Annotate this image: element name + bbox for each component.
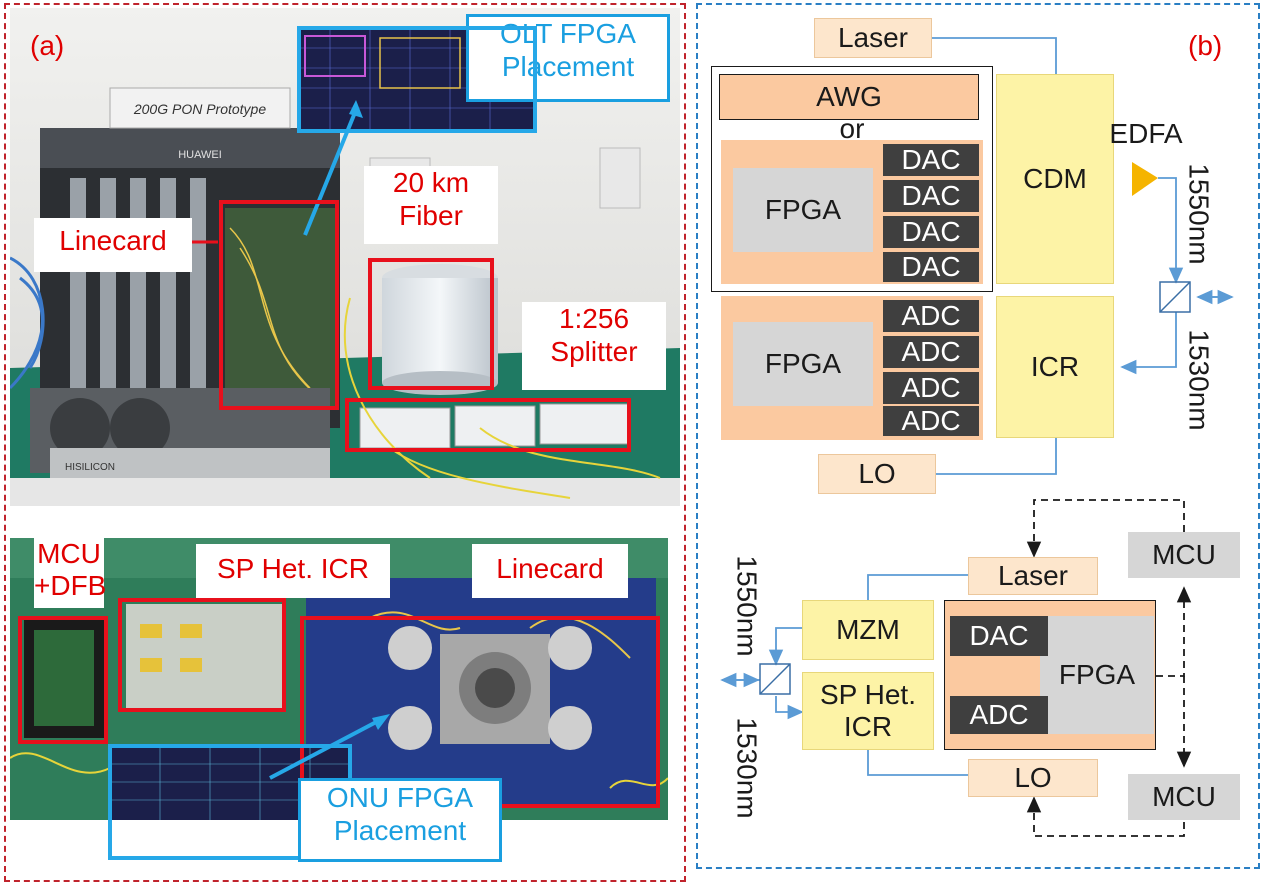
cdm-block: CDM	[996, 74, 1114, 284]
onu-fpga-block: FPGA	[1040, 616, 1154, 734]
mcu-dfb-box	[18, 616, 108, 744]
edfa-label: EDFA	[1109, 117, 1183, 149]
onu-photo	[10, 538, 668, 820]
fiber-spool-box	[368, 258, 494, 390]
adc-1: ADC	[883, 300, 979, 332]
splitter-box	[345, 398, 631, 452]
onu-fpga-pointer	[269, 714, 390, 780]
onu-sp-icr-block: SP Het. ICR	[802, 672, 934, 750]
onu-sp-icr-box	[118, 598, 286, 712]
panel-b-frame	[696, 3, 1260, 869]
onu-dac-block: DAC	[950, 616, 1048, 656]
olt-laser-block: Laser	[814, 18, 932, 58]
onu-wavelength-rx: 1530nm	[731, 717, 763, 819]
fpga-tx-block: FPGA	[733, 168, 873, 252]
panel-a-tag: (a)	[30, 30, 65, 61]
fiber-label: 20 km Fiber	[364, 166, 498, 244]
edfa-amplifier-icon	[1132, 162, 1158, 196]
olt-fpga-pointer	[188, 100, 363, 244]
onu-fpga-placement-label: ONU FPGA Placement	[298, 778, 502, 862]
chassis-brand-text: HUAWEI	[178, 149, 222, 161]
mcu-bottom-block: MCU	[1128, 774, 1240, 820]
dac-3: DAC	[883, 216, 979, 248]
panel-a-frame	[4, 3, 686, 882]
adc-3: ADC	[883, 372, 979, 404]
dac-4: DAC	[883, 251, 979, 282]
fpga-rx-block: FPGA	[733, 322, 873, 406]
onu-linecard-label: Linecard	[472, 544, 628, 598]
olt-wavelength-tx: 1550nm	[1183, 163, 1215, 265]
onu-photo-art	[10, 538, 668, 820]
mcu-dfb-label: MCU +DFB	[34, 538, 106, 608]
onu-adc-block: ADC	[950, 696, 1048, 734]
prototype-sign-text: 200G PON Prototype	[133, 101, 267, 117]
mcu-top-block: MCU	[1128, 532, 1240, 578]
splitter-label: 1:256 Splitter	[522, 302, 666, 390]
onu-laser-block: Laser	[968, 557, 1098, 595]
bench-linecard-label: Linecard	[34, 218, 192, 272]
bench-linecard-box	[219, 200, 339, 410]
olt-fpga-screen-box	[297, 26, 537, 133]
chassis-brand2-text: HISILICON	[65, 462, 115, 473]
onu-wavelength-tx: 1550nm	[731, 555, 763, 657]
onu-lo-block: LO	[968, 759, 1098, 797]
onu-sp-icr-label: SP Het. ICR	[196, 544, 390, 598]
dac-2: DAC	[883, 180, 979, 212]
tx-source-group	[711, 66, 993, 292]
panel-b-tag: (b)	[1188, 30, 1223, 61]
or-text: or	[839, 112, 865, 144]
adc-4: ADC	[883, 405, 979, 436]
olt-lo-block: LO	[818, 454, 936, 494]
awg-block: AWG	[719, 74, 979, 120]
adc-2: ADC	[883, 336, 979, 368]
mzm-block: MZM	[802, 600, 934, 660]
icr-block: ICR	[996, 296, 1114, 438]
olt-wavelength-rx: 1530nm	[1183, 329, 1215, 431]
dac-1: DAC	[883, 144, 979, 176]
